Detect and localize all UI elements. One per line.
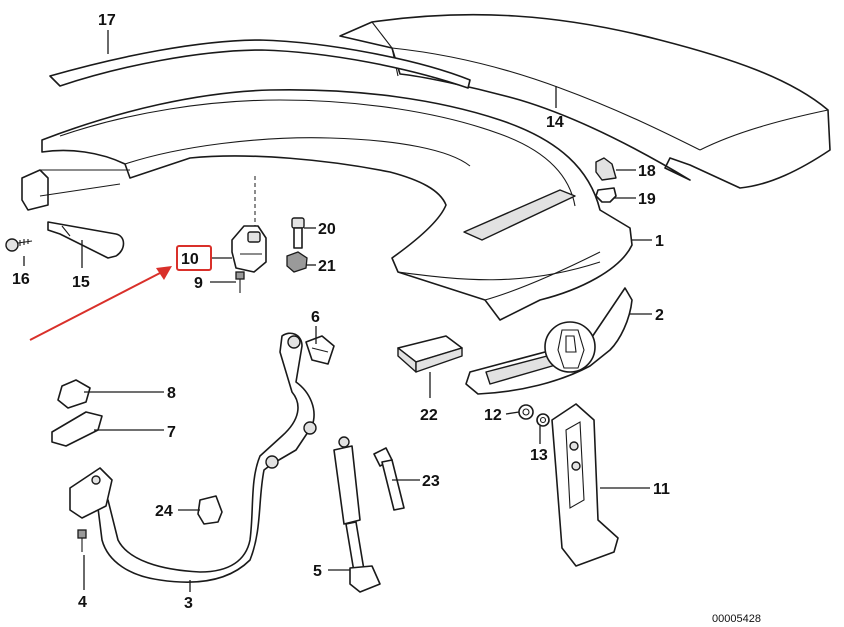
callout-6: 6: [311, 309, 320, 326]
callout-22: 22: [420, 407, 438, 424]
part-17-trim-strip: [49, 39, 471, 89]
callout-1: 1: [655, 233, 664, 250]
callout-4: 4: [78, 594, 87, 611]
callout-5: 5: [313, 563, 322, 580]
callout-12: 12: [484, 407, 502, 424]
part-12-washer: [518, 404, 534, 420]
callout-17: 17: [98, 12, 116, 29]
callout-16: 16: [12, 271, 30, 288]
part-7-pad: [51, 411, 103, 447]
leader-lines: [23, 30, 652, 592]
callout-labels: 17 14 18 19 1 2 20 21 10 9 16 15 6 22 12…: [12, 12, 670, 612]
callout-3: 3: [184, 595, 193, 612]
part-13-washer: [536, 413, 550, 427]
callout-24: 24: [155, 503, 173, 520]
callout-11: 11: [653, 481, 670, 498]
part-19-grommet: [595, 187, 617, 203]
callout-18: 18: [638, 163, 656, 180]
part-16-screw: [5, 238, 33, 252]
highlight-box-part-10: [176, 245, 212, 271]
part-10-bracket: [231, 225, 267, 273]
part-3-linkage: [97, 332, 317, 583]
part-20-bolt: [291, 217, 305, 249]
part-15-latch-handle: [47, 221, 125, 259]
part-18-clip: [595, 157, 617, 181]
callout-23: 23: [422, 473, 440, 490]
callout-10: 10: [181, 251, 199, 268]
diagram-code: 00005428: [712, 613, 761, 625]
red-arrow: [29, 271, 163, 341]
callout-13: 13: [530, 447, 548, 464]
callout-7: 7: [167, 424, 176, 441]
callout-8: 8: [167, 385, 176, 402]
part-9-screw: [235, 271, 245, 293]
part-11-mount-bracket: [551, 403, 619, 567]
part-23-bolt: [373, 447, 405, 511]
part-6-clip: [305, 335, 335, 365]
part-5-gas-strut: [333, 436, 381, 593]
callout-21: 21: [318, 258, 336, 275]
callout-9: 9: [194, 275, 203, 292]
part-24-bump-stop: [197, 495, 223, 525]
part-21-nut: [286, 251, 308, 273]
callout-15: 15: [72, 274, 90, 291]
red-arrowhead: [156, 266, 172, 280]
part-4-screw: [77, 529, 87, 552]
part-22-pad: [397, 335, 463, 373]
callout-2: 2: [655, 307, 664, 324]
part-8-pad: [57, 379, 91, 409]
part-1-hardtop-shell: [21, 88, 633, 321]
detail-magnifier: [544, 321, 596, 373]
callout-19: 19: [638, 191, 656, 208]
highlight-annotation: [29, 245, 212, 341]
callout-14: 14: [546, 114, 564, 131]
part-3-bracket: [69, 467, 113, 519]
part-14-top-cover: [339, 13, 831, 189]
callout-20: 20: [318, 221, 336, 238]
